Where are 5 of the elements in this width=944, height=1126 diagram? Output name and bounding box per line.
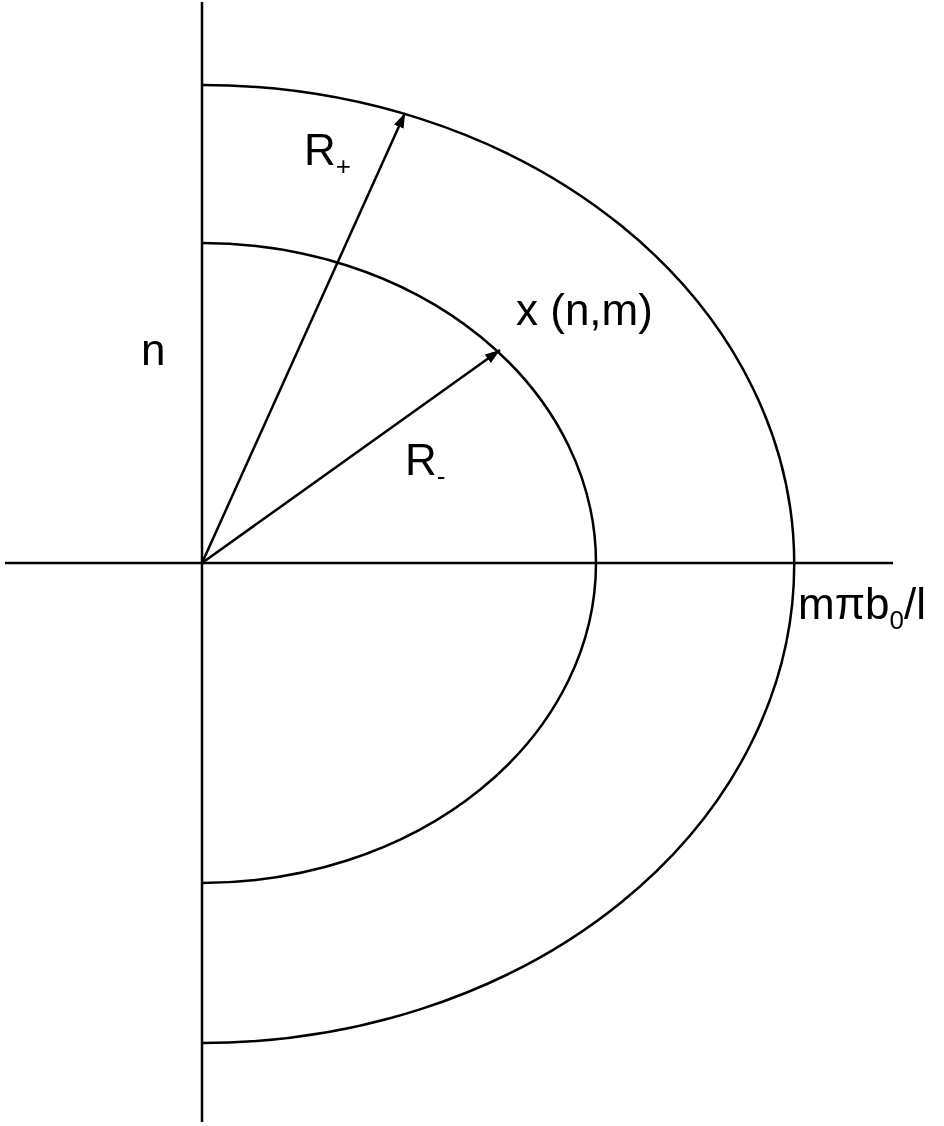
- axis-label: mπb$_{0}$/l: [798, 582, 926, 633]
- radius-label: R$_{-}$: [405, 438, 446, 489]
- radius-label: R$_{+}$: [304, 128, 351, 179]
- point-label: x (n,m): [516, 288, 653, 332]
- axis-label: n: [141, 328, 166, 372]
